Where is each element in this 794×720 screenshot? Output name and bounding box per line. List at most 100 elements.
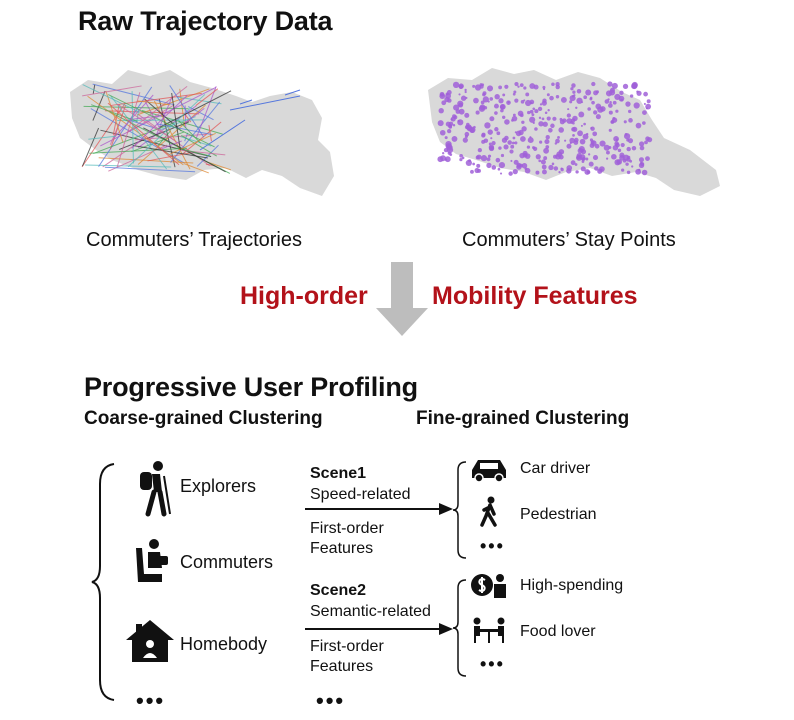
stay-point — [631, 165, 634, 168]
stay-point — [631, 145, 637, 151]
trajectory-segment — [92, 83, 175, 106]
trajectory-segment — [81, 102, 126, 168]
stay-point — [474, 168, 480, 174]
stay-point — [496, 131, 501, 136]
stay-point — [476, 163, 481, 168]
stay-point — [571, 94, 575, 98]
stay-point — [551, 82, 555, 87]
stay-point — [514, 98, 519, 103]
stay-point — [477, 147, 482, 153]
stay-point — [472, 84, 476, 88]
stay-point — [490, 137, 493, 140]
stay-point — [572, 115, 578, 122]
stay-point — [572, 90, 576, 94]
stay-point — [542, 121, 548, 127]
stay-point — [508, 171, 513, 176]
stay-point — [498, 98, 504, 104]
stay-point — [448, 123, 452, 128]
stay-point — [519, 152, 525, 159]
stay-point — [481, 83, 485, 87]
scene2-bracket — [452, 579, 467, 677]
trajectory-segment — [184, 107, 205, 124]
stay-point — [595, 114, 601, 120]
trajectory-segment — [141, 110, 223, 135]
stay-point — [559, 117, 563, 121]
stay-point — [578, 148, 581, 151]
trajectories-caption: Commuters’ Trajectories — [86, 229, 302, 251]
stay-point — [542, 87, 546, 91]
stay-point — [608, 128, 612, 132]
stay-point — [642, 110, 647, 116]
stay-point — [560, 167, 563, 170]
trajectory-segment — [127, 94, 206, 168]
trajectory-segment — [144, 98, 182, 132]
stay-point — [512, 136, 516, 140]
trajectory-segment — [170, 101, 221, 163]
stay-point — [570, 121, 573, 124]
stay-point — [603, 144, 610, 151]
stay-point — [465, 124, 472, 131]
stay-point — [547, 109, 550, 112]
stay-points-caption: Commuters’ Stay Points — [462, 229, 676, 251]
scene2-ellipsis: ••• — [480, 654, 505, 674]
stay-point — [540, 159, 546, 165]
stay-point — [487, 129, 493, 135]
stay-point — [573, 140, 579, 145]
trajectory-segment — [161, 140, 182, 150]
scene-ellipsis: ••• — [316, 688, 346, 713]
trajectory-segment — [144, 101, 161, 131]
stay-point — [464, 88, 467, 92]
trajectory-segment — [182, 121, 222, 155]
stay-point — [587, 107, 591, 111]
stay-point — [445, 140, 452, 148]
stay-point — [520, 136, 526, 142]
stay-point — [502, 93, 506, 97]
trajectory-segment — [170, 132, 216, 155]
result-food-lover: Food lover — [520, 623, 596, 640]
stay-point — [510, 159, 513, 162]
stay-point — [550, 123, 555, 129]
stay-point — [526, 145, 531, 149]
stay-point — [631, 83, 637, 90]
trajectory-segment — [188, 106, 214, 121]
stay-point — [470, 169, 474, 174]
stay-point — [440, 155, 447, 162]
stay-point — [494, 111, 498, 115]
stay-point — [541, 164, 547, 170]
stay-point — [441, 100, 447, 106]
stay-point — [566, 113, 571, 118]
stay-point — [521, 126, 527, 132]
trajectory-segment — [100, 86, 217, 147]
stay-point — [607, 81, 613, 87]
stay-point — [645, 103, 652, 110]
stay-point — [608, 103, 613, 108]
trajectory-segment — [132, 144, 208, 159]
stay-point — [498, 161, 506, 169]
stay-point — [535, 170, 540, 175]
stay-point — [645, 156, 650, 161]
stay-point — [636, 90, 642, 96]
stay-point — [484, 122, 491, 129]
scene1-features-line1: First-order — [310, 520, 384, 537]
stay-point — [495, 157, 501, 163]
stay-point — [514, 81, 519, 87]
stay-point — [620, 142, 625, 148]
stay-point — [527, 110, 531, 115]
trajectory-segment — [159, 90, 232, 128]
stay-point — [572, 134, 575, 137]
stay-point — [489, 116, 495, 122]
stay-point — [613, 135, 619, 142]
stay-point — [529, 136, 532, 139]
stay-point — [557, 136, 560, 139]
stay-point — [629, 94, 634, 98]
trajectory-segment — [156, 95, 173, 135]
stay-point — [577, 130, 583, 137]
stay-point-dots — [437, 81, 653, 176]
stay-point — [612, 144, 619, 151]
stay-point — [643, 91, 648, 97]
trajectory-segment — [208, 125, 212, 142]
stay-point — [503, 144, 509, 150]
trajectory-segment — [169, 85, 205, 138]
stay-point — [627, 138, 634, 144]
stay-point — [599, 166, 605, 172]
